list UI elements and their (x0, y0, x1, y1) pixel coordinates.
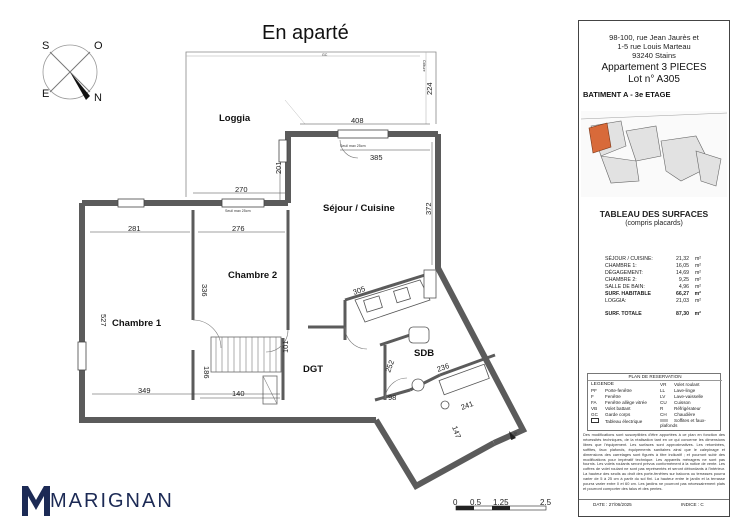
plan-indice: INDICE : C (681, 502, 704, 507)
compass-s: S (42, 40, 50, 52)
dim-305: 305 (352, 284, 367, 297)
address-line1: 98-100, rue Jean Jaurès et (609, 33, 699, 42)
kitchen-counter (354, 269, 437, 323)
compass-e: E (42, 88, 50, 100)
stair-hatch (210, 336, 282, 373)
scale-label: 1.25 (493, 498, 509, 507)
legend-item: Tableau électrique (591, 418, 642, 424)
room-chambre1: Chambre 1 (112, 318, 162, 329)
dim-98: 98 (388, 393, 396, 402)
dim-527: 527 (99, 314, 108, 327)
compass (42, 44, 98, 100)
dim-276: 276 (232, 224, 245, 233)
legend-item: Soffites et faux-plafonds (660, 418, 706, 429)
entry-arrow-icon (509, 431, 516, 440)
scale-label: 0.5 (470, 498, 482, 507)
address-line2: 1-5 rue Louis Marteau (617, 42, 691, 51)
room-loggia: Loggia (219, 113, 251, 124)
tag-cloture: Clôture (422, 60, 426, 72)
address-line3: 93240 Stains (632, 51, 676, 60)
door-swings (192, 139, 408, 401)
info-panel: 98-100, rue Jean Jaurès et 1-5 rue Louis… (578, 20, 730, 517)
scale-label: 0 (453, 498, 458, 507)
electric-panel-icon (591, 418, 599, 423)
disclaimer: Des modifications sont susceptibles d'êt… (583, 432, 725, 491)
room-chambre2: Chambre 2 (228, 270, 277, 281)
compass-o: O (94, 40, 103, 52)
scale-label: 2.5 (540, 498, 552, 507)
room-dgt: DGT (303, 364, 323, 375)
tag-seuil-loggia: Seuil max 25cm (340, 144, 366, 148)
dimension-lines (90, 123, 433, 399)
scale-bar (455, 505, 547, 511)
plan-date: DATE : 27/06/2025 (593, 502, 632, 507)
tag-seuil-chambre: Seuil max 25cm (225, 209, 251, 213)
room-sejour: Séjour / Cuisine (323, 203, 395, 214)
surfaces-subtitle: (compris placards) (625, 220, 683, 227)
dim-252: 252 (383, 359, 396, 374)
date-row: DATE : 27/06/2025 INDICE : C (579, 499, 729, 510)
dim-140: 140 (232, 389, 245, 398)
dim-101: 101 (281, 340, 290, 353)
dim-349: 349 (138, 386, 151, 395)
bathroom-fixtures (408, 326, 490, 410)
legend-heading: LEGENDE (591, 382, 614, 387)
dim-281: 281 (128, 224, 141, 233)
tag-gc: GC (322, 53, 328, 57)
windows (77, 129, 389, 371)
location-map (581, 111, 727, 197)
tag-a305: A305 (510, 431, 518, 440)
compass-needle-icon (70, 72, 90, 100)
soffit-swatch-icon (660, 419, 668, 422)
dim-372: 372 (424, 202, 433, 215)
dim-186: 186 (202, 366, 211, 379)
surfaces-title: TABLEAU DES SURFACES (599, 209, 709, 219)
dim-241: 241 (460, 399, 475, 412)
dim-147: 147 (450, 425, 463, 440)
apartment-lot: Lot n° A305 (628, 74, 680, 85)
compass-n: N (94, 92, 102, 104)
floor-plan: 408 224 385 201 270 372 281 276 336 527 … (42, 44, 547, 511)
apartment-type: Appartement 3 PIECES (601, 62, 707, 73)
dim-270: 270 (235, 185, 248, 194)
plan-title: En aparté (262, 22, 349, 44)
interior-walls (191, 210, 496, 402)
legend-title: PLAN DE RESERVATION (588, 373, 722, 381)
dim-408: 408 (351, 116, 364, 125)
room-sdb: SDB (414, 348, 434, 359)
exterior-walls (79, 131, 528, 491)
lot-highlight (588, 122, 612, 154)
dim-236: 236 (436, 361, 451, 374)
marignan-logo-icon (22, 486, 50, 516)
dim-336: 336 (200, 284, 209, 297)
building-floor: BATIMENT A - 3e ETAGE (583, 90, 671, 99)
dim-201: 201 (274, 161, 283, 174)
dim-385: 385 (370, 153, 383, 162)
dim-224: 224 (425, 82, 434, 95)
brand-name: MARIGNAN (50, 490, 174, 512)
